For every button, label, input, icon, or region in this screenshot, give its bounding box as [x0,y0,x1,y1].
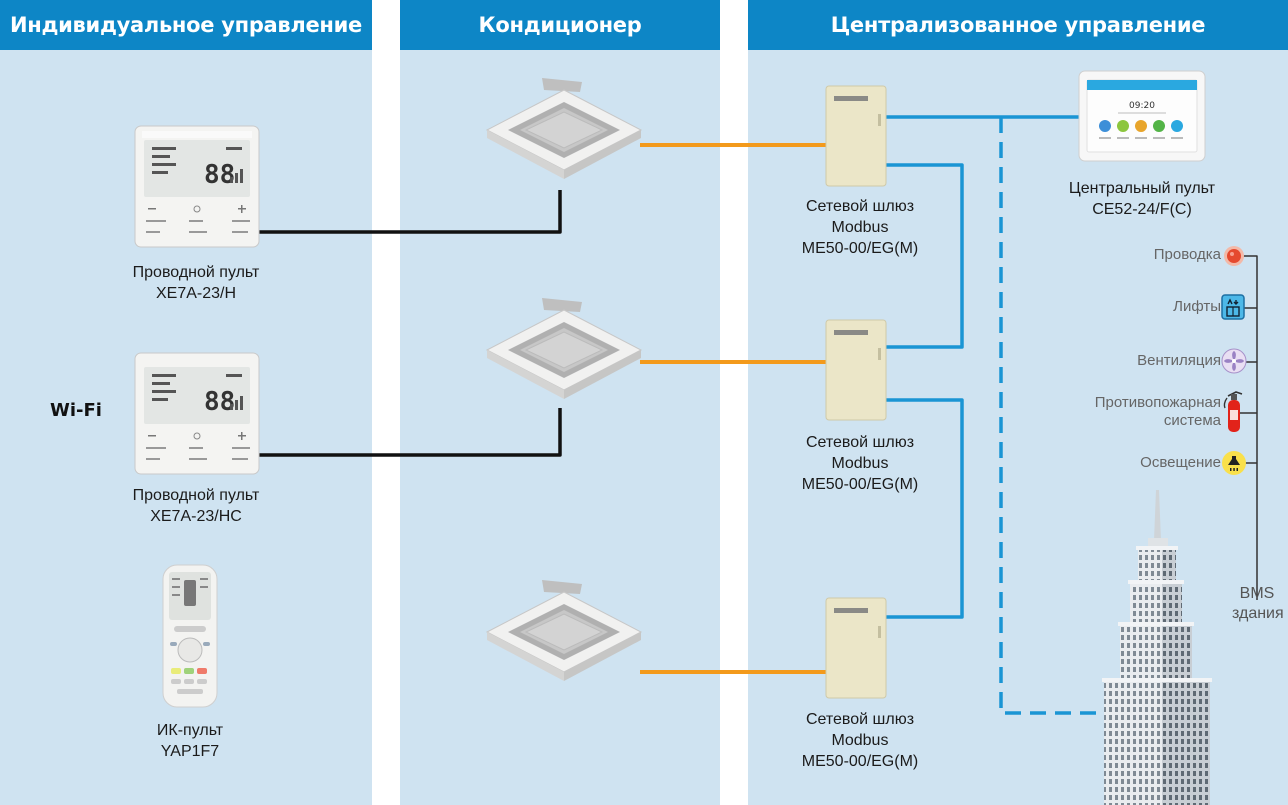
bms-item-elevators: Лифты [1173,298,1221,315]
alarm-icon [1224,246,1244,266]
cassette-unit-icon [485,298,643,399]
central-control-header: Централизованное управление [748,0,1288,50]
skyscraper-icon [1102,490,1212,805]
remote-display-digits: 88 [204,387,235,417]
ir-remote-icon [162,564,218,708]
fan-icon [1221,348,1247,374]
bms-bracket [1240,255,1258,600]
remote-display-digits: 88 [204,160,235,190]
bms-item-lighting: Освещение [1140,454,1221,471]
bus-line-1-2 [886,163,964,349]
wifi-label: Wi-Fi [50,400,102,421]
control-wire-1 [258,190,562,234]
elevator-icon [1221,294,1245,320]
modbus-gateway-label: Сетевой шлюз Modbus ME50-00/EG(M) [801,198,919,257]
modbus-gateway-icon [825,85,887,187]
individual-control-header: Индивидуальное управление [0,0,372,50]
bus-line-2-3 [886,398,964,619]
lamp-icon [1222,451,1246,475]
modbus-gateway-label: Сетевой шлюз Modbus ME50-00/EG(M) [801,711,919,770]
bms-item-ventilation: Вентиляция [1137,352,1221,369]
controller-clock: 09:20 [1129,101,1155,111]
bms-label: BMS здания [1232,585,1284,622]
wired-remote-wifi-icon: 88 [134,352,260,475]
wired-remote-label: Проводной пульт XE7A-23/H [132,264,260,302]
wired-remote-icon: 88 [134,125,260,248]
wired-remote-wifi-label: Проводной пульт XE7A-23/HC [132,487,260,525]
central-controller-label: Центральный пульт CE52-24/F(C) [1068,180,1216,218]
ir-remote-label: ИК-пульт YAP1F7 [156,722,224,760]
cassette-unit-icon [485,580,643,681]
modbus-gateway-icon [825,319,887,421]
cassette-unit-icon [485,78,643,179]
control-wire-2 [258,408,562,457]
modbus-gateway-label: Сетевой шлюз Modbus ME50-00/EG(M) [801,434,919,493]
bms-dashed-line [999,117,1100,715]
fire-extinguisher-icon [1223,391,1243,432]
bms-item-wiring: Проводка [1153,246,1221,263]
modbus-gateway-icon [825,597,887,699]
central-controller-icon: 09:20 [1078,70,1206,162]
bms-item-fire-system: Противопожарная система [1094,394,1221,429]
air-conditioner-header: Кондиционер [400,0,720,50]
